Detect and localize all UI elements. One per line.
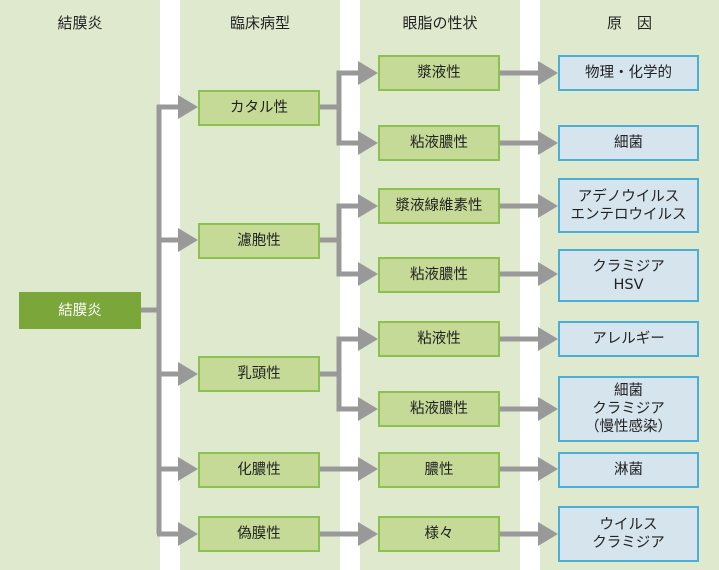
arrowhead — [178, 362, 198, 386]
clinical-type-node: 乳頭性 — [198, 356, 320, 392]
column-bg-conjunctivitis — [0, 0, 160, 570]
column-header-cause: 原 因 — [606, 14, 652, 32]
arrowhead — [538, 61, 558, 85]
column-header-conjunctivitis: 結膜炎 — [57, 14, 103, 32]
cause-node: ウイルス クラミジア — [558, 506, 699, 562]
clinical-type-node: 濾胞性 — [198, 223, 320, 259]
connector-fork — [336, 336, 360, 412]
column-header-clinical-type: 臨床病型 — [229, 14, 290, 32]
arrowhead — [538, 262, 558, 286]
cause-node: アデノウイルス エンテロウイルス — [558, 178, 699, 233]
arrowhead — [538, 457, 558, 481]
discharge-node: 粘液膿性 — [378, 125, 500, 161]
discharge-node: 漿液性 — [378, 55, 500, 91]
arrowhead — [358, 194, 378, 218]
discharge-node: 様々 — [378, 516, 500, 552]
arrowhead — [178, 457, 198, 481]
arrowhead — [538, 194, 558, 218]
arrowhead — [358, 397, 378, 421]
arrowhead — [358, 61, 378, 85]
connector-fork — [336, 70, 360, 146]
arrowhead — [358, 131, 378, 155]
cause-node: 淋菌 — [558, 452, 699, 488]
discharge-node: 粘液膿性 — [378, 257, 500, 293]
discharge-node: 粘液膿性 — [378, 391, 500, 427]
discharge-node: 粘液性 — [378, 321, 500, 357]
arrowhead — [178, 522, 198, 546]
arrowhead — [358, 262, 378, 286]
clinical-type-node: 偽膜性 — [198, 516, 320, 552]
clinical-type-node: 化膿性 — [198, 452, 320, 488]
discharge-node: 漿液線維素性 — [378, 188, 500, 224]
discharge-node: 膿性 — [378, 452, 500, 488]
root-node-conjunctivitis: 結膜炎 — [19, 292, 141, 329]
cause-node: 細菌 クラミジア （慢性感染） — [558, 376, 699, 442]
arrowhead — [538, 327, 558, 351]
cause-node: クラミジア HSV — [558, 249, 699, 302]
cause-node: 細菌 — [558, 125, 699, 161]
arrowhead — [358, 327, 378, 351]
arrowhead — [538, 397, 558, 421]
arrowhead — [358, 457, 378, 481]
arrowhead — [538, 131, 558, 155]
cause-node: 物理・化学的 — [558, 55, 699, 91]
arrowhead — [178, 95, 198, 119]
arrowhead — [358, 522, 378, 546]
clinical-type-node: カタル性 — [198, 90, 320, 126]
arrowhead — [178, 228, 198, 252]
column-header-discharge: 眼脂の性状 — [402, 14, 478, 32]
cause-node: アレルギー — [558, 321, 699, 357]
arrowhead — [538, 522, 558, 546]
connector-fork — [336, 203, 360, 277]
